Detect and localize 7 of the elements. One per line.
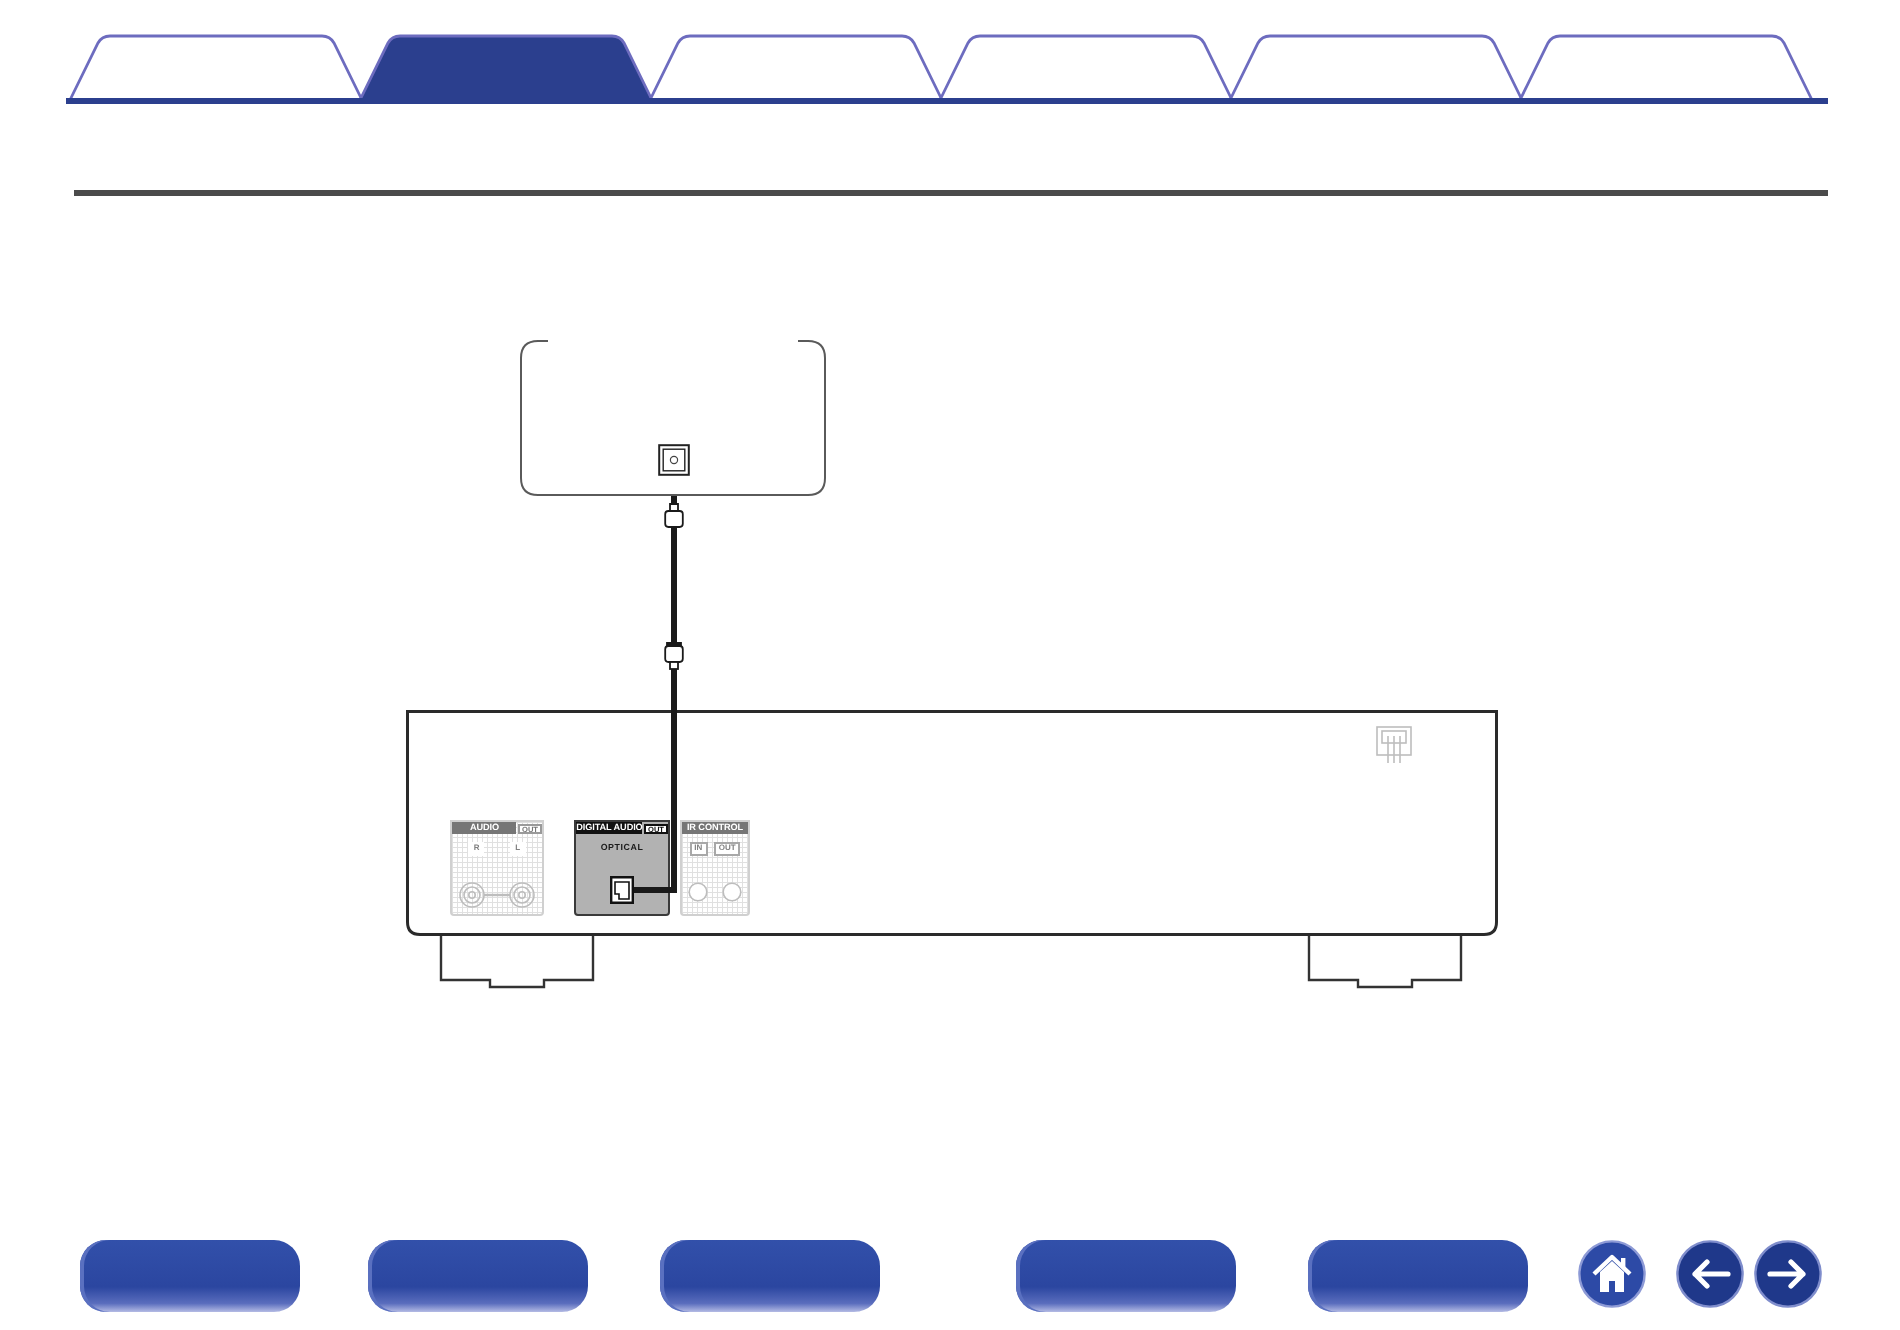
optical-jack	[610, 876, 634, 904]
terminal-group	[574, 820, 670, 916]
terminal-group	[450, 820, 544, 916]
optical-cable	[634, 496, 684, 893]
player-rear-panel	[406, 710, 1498, 936]
source-device	[520, 340, 826, 496]
terminal-group	[680, 820, 750, 916]
